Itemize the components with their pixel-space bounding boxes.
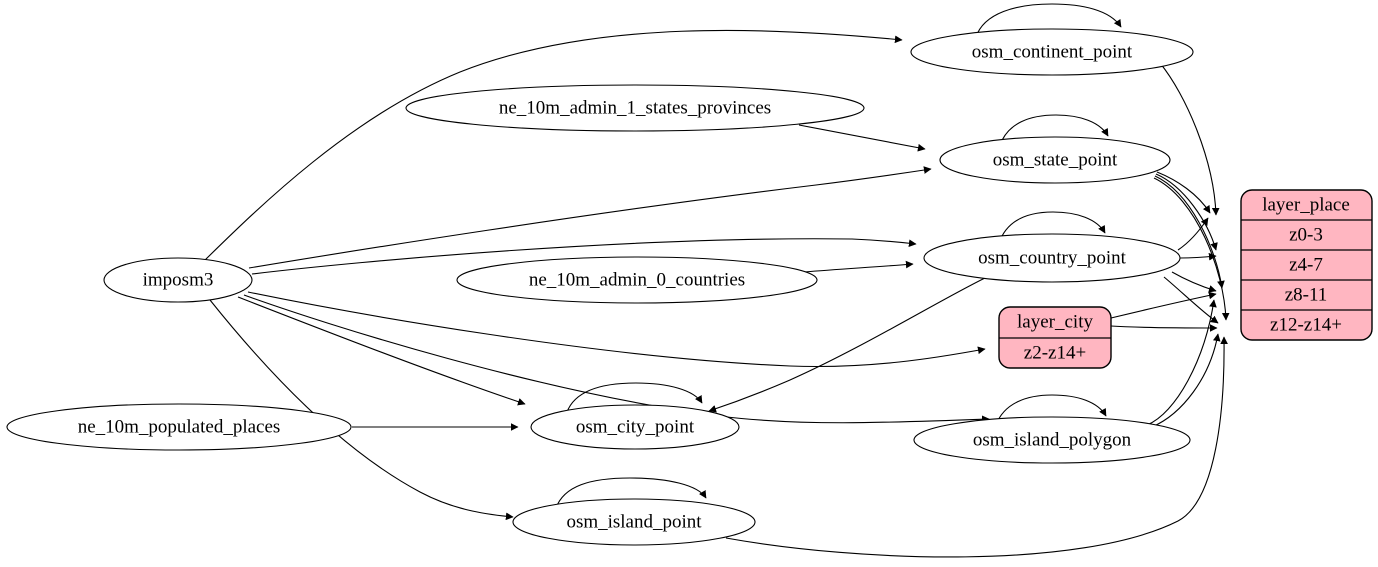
node-label-osm-island-polygon: osm_island_polygon bbox=[973, 429, 1132, 450]
edge-imposm3-to-osm-state-point bbox=[248, 166, 932, 269]
node-osm-island-polygon[interactable]: osm_island_polygon bbox=[913, 416, 1191, 464]
node-osm-continent-point[interactable]: osm_continent_point bbox=[910, 28, 1194, 76]
node-osm-city-point[interactable]: osm_city_point bbox=[530, 404, 740, 450]
edge-admin-0-countries-to-osm-country-point bbox=[803, 260, 914, 273]
edge-osm-country-point-to-layer-place-z12-z14 bbox=[1163, 276, 1219, 324]
node-label-osm-city-point: osm_city_point bbox=[576, 416, 695, 437]
node-label-ne-10m-admin-1-states-provinces: ne_10m_admin_1_states_provinces bbox=[499, 97, 771, 118]
selfloop-osm-country-point bbox=[998, 211, 1106, 244]
edge-osm-country-point-to-layer-place-z8-11 bbox=[1171, 271, 1217, 293]
edge-osm-island-polygon-to-layer-place-z12-z14 bbox=[1151, 333, 1221, 428]
edge-imposm3-to-osm-city-point bbox=[237, 296, 526, 406]
node-osm-country-point[interactable]: osm_country_point bbox=[923, 233, 1181, 283]
layer-place-row-z12-z14[interactable]: z12-z14+ bbox=[1270, 314, 1342, 335]
edge-osm-state-point-to-layer-place-z8-11 bbox=[1154, 175, 1225, 289]
edge-osm-state-point-to-layer-place-z12-z14 bbox=[1153, 177, 1230, 321]
edge-imposm3-to-osm-country-point bbox=[251, 238, 917, 275]
node-label-osm-island-point: osm_island_point bbox=[566, 511, 702, 532]
edge-osm-country-point-to-layer-place-z4-7 bbox=[1179, 252, 1217, 261]
selfloop-osm-island-point bbox=[555, 477, 707, 509]
node-label-osm-continent-point: osm_continent_point bbox=[972, 41, 1133, 62]
layer-place-header-label: layer_place bbox=[1262, 194, 1350, 215]
edge-osm-country-point-to-osm-city-point bbox=[708, 277, 986, 413]
node-label-imposm3: imposm3 bbox=[143, 269, 214, 290]
layer-city-header-label: layer_city bbox=[1017, 311, 1093, 332]
node-osm-island-point[interactable]: osm_island_point bbox=[512, 498, 756, 546]
edge-osm-country-point-to-layer-place-z0-3 bbox=[1177, 217, 1209, 251]
node-ne-10m-admin-0-countries[interactable]: ne_10m_admin_0_countries bbox=[456, 256, 818, 304]
edge-states-provinces-to-osm-state-point bbox=[798, 124, 926, 152]
edge-layer-city-to-layer-place-z12-z14 bbox=[1110, 324, 1218, 332]
edge-osm-state-point-to-layer-place-z4-7 bbox=[1155, 173, 1218, 251]
edge-imposm3-to-osm-continent-point bbox=[203, 29, 903, 262]
edge-osm-island-polygon-to-layer-place-z8-11 bbox=[1146, 299, 1217, 426]
record-node-layer-place[interactable]: layer_place z0-3 z4-7 z8-11 z12-z14+ bbox=[1240, 189, 1373, 341]
layer-place-row-z4-7[interactable]: z4-7 bbox=[1289, 254, 1323, 275]
node-label-ne-10m-admin-0-countries: ne_10m_admin_0_countries bbox=[529, 269, 745, 290]
node-ne-10m-admin-1-states-provinces[interactable]: ne_10m_admin_1_states_provinces bbox=[405, 84, 865, 132]
record-node-layer-city[interactable]: layer_city z2-z14+ bbox=[998, 306, 1112, 369]
edge-osm-island-point-to-layer-place-z12-z14 bbox=[725, 336, 1228, 558]
node-layer: imposm3 ne_10m_populated_places ne_10m_a… bbox=[6, 28, 1194, 546]
edge-osm-continent-point-to-layer-place-z0-3 bbox=[1159, 62, 1220, 216]
node-osm-state-point[interactable]: osm_state_point bbox=[939, 136, 1171, 184]
layer-place-row-z8-11[interactable]: z8-11 bbox=[1285, 284, 1328, 305]
edge-imposm3-to-osm-island-point bbox=[209, 299, 514, 521]
node-ne-10m-populated-places[interactable]: ne_10m_populated_places bbox=[6, 403, 352, 451]
selfloop-osm-state-point bbox=[999, 114, 1109, 146]
layer-place-row-z0-3[interactable]: z0-3 bbox=[1289, 224, 1323, 245]
edge-imposm3-to-osm-island-polygon bbox=[243, 294, 990, 424]
selfloop-osm-continent-point bbox=[975, 3, 1122, 38]
node-label-ne-10m-populated-places: ne_10m_populated_places bbox=[78, 416, 281, 437]
edge-osm-state-point-to-layer-place-z0-3 bbox=[1156, 171, 1211, 214]
node-label-osm-state-point: osm_state_point bbox=[993, 149, 1118, 170]
node-imposm3[interactable]: imposm3 bbox=[103, 257, 253, 303]
node-label-osm-country-point: osm_country_point bbox=[978, 247, 1126, 268]
edge-imposm3-to-layer-city bbox=[247, 291, 986, 368]
layer-city-row-z2-z14[interactable]: z2-z14+ bbox=[1024, 342, 1086, 363]
selfloop-osm-island-polygon bbox=[995, 394, 1107, 426]
selfloop-osm-city-point bbox=[566, 382, 703, 413]
edge-layer-city-to-layer-place-z8-11 bbox=[1110, 291, 1217, 319]
